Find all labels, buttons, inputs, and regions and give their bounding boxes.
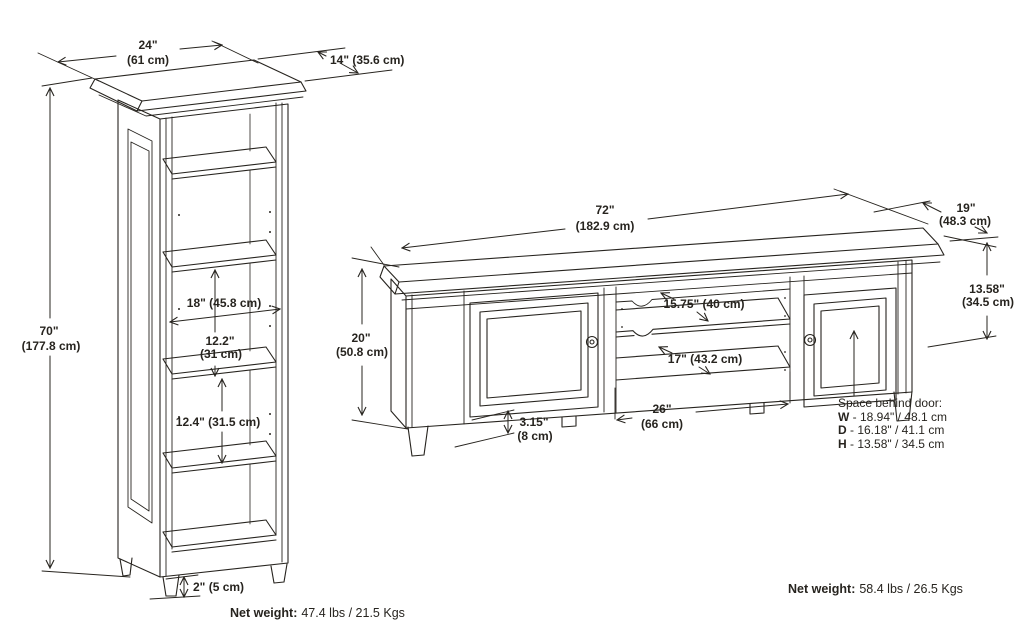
tv-net-weight-value: 58.4 lbs / 26.5 Kgs bbox=[859, 582, 963, 596]
space-behind-door-row-d: D - 16.18" / 41.1 cm bbox=[838, 423, 947, 438]
tv-opening-width-cm-label: (66 cm) bbox=[640, 417, 684, 431]
bookcase-net-weight-label: Net weight: bbox=[230, 606, 298, 620]
door-knobs bbox=[585, 333, 817, 349]
bookcase-width-label: 24" bbox=[138, 38, 158, 52]
bookcase-drawing bbox=[89, 59, 307, 597]
space-behind-door-row-h: H - 13.58" / 34.5 cm bbox=[838, 436, 947, 452]
bookcase-net-weight-value: 47.4 lbs / 21.5 Kgs bbox=[301, 606, 405, 620]
tv-shelf-depth-label: 15.75" (40 cm) bbox=[663, 297, 745, 311]
tv-height-label: 20" bbox=[351, 331, 371, 345]
space-h-key: H bbox=[838, 436, 847, 451]
bookcase-height-label: 70" bbox=[39, 324, 59, 338]
bookcase-opening-upper-label: 12.2" bbox=[205, 334, 235, 348]
tv-door-height-cm-label: (34.5 cm) bbox=[961, 295, 1015, 309]
space-w-value: - 18.94" / 48.1 cm bbox=[849, 409, 947, 424]
tv-door-height-label: 13.58" bbox=[969, 282, 1005, 296]
tv-leg-height-cm-label: (8 cm) bbox=[517, 429, 553, 443]
tv-bottom-depth-label: 17" (43.2 cm) bbox=[667, 352, 743, 366]
space-behind-door-title: Space behind door: bbox=[838, 396, 943, 410]
bookcase-height-cm-label: (177.8 cm) bbox=[21, 339, 81, 353]
bookcase-dimension-lines bbox=[37, 40, 393, 600]
space-w-key: W bbox=[838, 409, 850, 424]
tv-width-cm-label: (182.9 cm) bbox=[575, 219, 635, 233]
bookcase-opening-lower-label: 12.4" (31.5 cm) bbox=[175, 415, 261, 429]
tv-stand-drawing bbox=[379, 227, 945, 457]
space-d-value: - 16.18" / 41.1 cm bbox=[846, 423, 945, 438]
bookcase-opening-upper-cm-label: (31 cm) bbox=[199, 347, 243, 361]
tv-stand-dimension-lines bbox=[351, 188, 999, 448]
space-behind-door-note: Space behind door: W - 18.94" / 48.1 cm … bbox=[838, 396, 947, 452]
tv-depth-label: 19" bbox=[956, 201, 976, 215]
tv-leg-height-label: 3.15" bbox=[519, 415, 549, 429]
tv-width-label: 72" bbox=[595, 203, 615, 217]
tv-net-weight-label: Net weight: bbox=[788, 582, 856, 596]
bookcase-leg-height-label: 2" (5 cm) bbox=[193, 580, 245, 594]
bookcase-depth-label: 14" (35.6 cm) bbox=[330, 53, 405, 67]
tv-depth-cm-label: (48.3 cm) bbox=[938, 214, 992, 228]
bookcase-net-weight: Net weight:47.4 lbs / 21.5 Kgs bbox=[230, 606, 405, 620]
space-d-key: D bbox=[838, 423, 847, 438]
space-behind-door-row-w: W - 18.94" / 48.1 cm bbox=[838, 409, 947, 425]
tv-opening-width-label: 26" bbox=[652, 402, 672, 416]
tv-height-cm-label: (50.8 cm) bbox=[335, 345, 389, 359]
tv-net-weight: Net weight:58.4 lbs / 26.5 Kgs bbox=[788, 582, 963, 596]
bookcase-width-cm-label: (61 cm) bbox=[126, 53, 170, 67]
bookcase-shelf-width-label: 18" (45.8 cm) bbox=[186, 296, 262, 310]
shelf-pin-holes bbox=[621, 297, 786, 371]
space-h-value: - 13.58" / 34.5 cm bbox=[846, 436, 945, 451]
